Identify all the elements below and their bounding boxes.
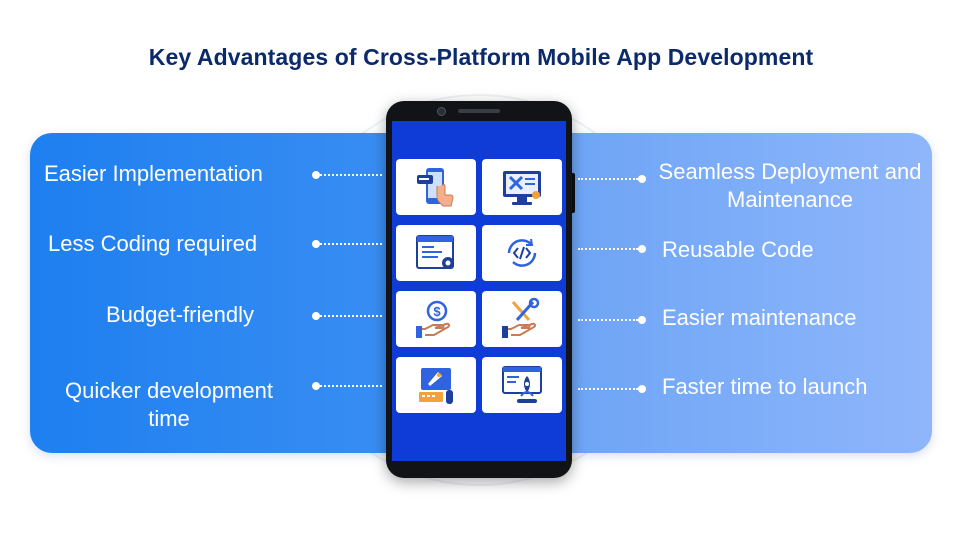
browser-rocket-icon [502,366,542,403]
tile-browser-code [396,225,476,281]
tile-monitor-tools [482,159,562,215]
phone-side-button [572,173,575,213]
right-item-faster-launch: Faster time to launch [662,374,868,399]
hand-dollar-icon: $ [416,300,451,338]
tile-browser-rocket [482,357,562,413]
left-item-quicker-development: Quicker development time [65,378,273,431]
connector-right-3 [578,316,646,324]
left-item-easier-implementation: Easier Implementation [44,161,263,186]
right-item-seamless-deployment: Seamless Deployment and Maintenance [658,159,922,212]
connector-right-1 [578,175,646,183]
tile-touch-phone [396,159,476,215]
refresh-code-icon [507,238,537,267]
connector-left-2 [312,240,382,248]
svg-text:$: $ [433,304,441,319]
connector-left-1 [312,171,382,179]
speaker-grill [458,109,500,113]
rocket-typing-icon [419,368,453,404]
right-advantages-panel [530,133,932,453]
tile-rocket-typing [396,357,476,413]
left-advantages-panel [30,133,430,453]
monitor-tools-icon [503,171,541,205]
hand-tools-icon [502,297,540,338]
left-item-less-coding: Less Coding required [48,231,258,256]
connector-left-3 [312,312,382,320]
tile-hand-dollar: $ [396,291,476,347]
right-item-easier-maintenance: Easier maintenance [662,305,857,330]
left-item-budget-friendly: Budget-friendly [106,302,254,327]
connector-right-2 [578,245,646,253]
connector-right-4 [578,385,646,393]
phone-screen: $ [392,121,566,461]
tile-hand-tools [482,291,562,347]
connector-left-4 [312,382,382,390]
tile-refresh-code [482,225,562,281]
camera-icon [437,107,446,116]
touch-phone-icon [417,168,454,207]
page-title: Key Advantages of Cross-Platform Mobile … [148,44,814,70]
browser-code-gear-icon [416,235,454,269]
smartphone: $ [386,101,575,478]
right-item-reusable-code: Reusable Code [662,237,814,262]
